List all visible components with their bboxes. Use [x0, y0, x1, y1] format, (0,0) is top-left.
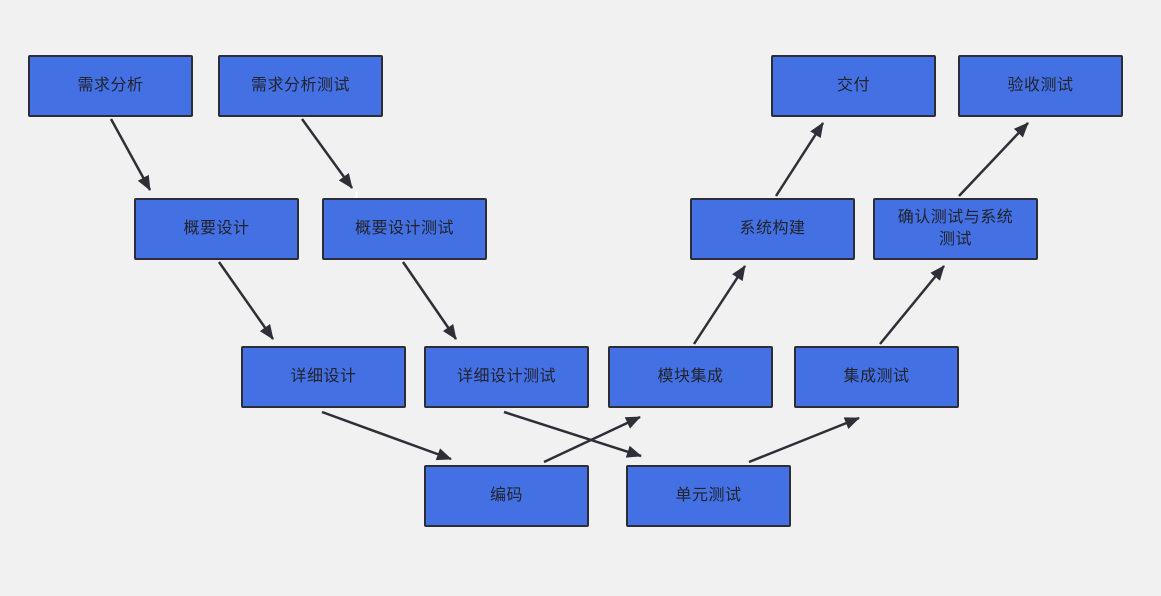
node-detailed-design-test[interactable]: 详细设计测试: [424, 346, 589, 408]
node-confirmation-and-system-test[interactable]: 确认测试与系统 测试: [873, 198, 1038, 260]
edge-requirements-analysis-to-high-level-design[interactable]: [109, 118, 152, 191]
node-high-level-design-test-label: 概要设计测试: [354, 220, 454, 238]
edge-coding-to-module-integration[interactable]: [543, 415, 641, 464]
node-module-integration[interactable]: 模块集成: [608, 346, 773, 408]
node-detailed-design-test-label: 详细设计测试: [456, 368, 556, 386]
node-high-level-design-label: 概要设计: [183, 220, 250, 238]
edge-system-build-to-delivery[interactable]: [774, 122, 825, 197]
node-integration-test-label: 集成测试: [843, 368, 910, 386]
edge-requirements-analysis-test-to-high-level-design-test[interactable]: [300, 118, 354, 189]
edge-high-level-design-to-detailed-design[interactable]: [217, 261, 275, 340]
node-unit-test-label: 单元测试: [675, 487, 742, 505]
edge-high-level-design-test-to-detailed-design-test[interactable]: [401, 261, 458, 340]
node-unit-test[interactable]: 单元测试: [626, 465, 791, 527]
node-detailed-design-label: 详细设计: [290, 368, 357, 386]
node-module-integration-label: 模块集成: [657, 368, 724, 386]
node-coding[interactable]: 编码: [424, 465, 589, 527]
node-requirements-analysis-label: 需求分析: [77, 77, 144, 95]
node-delivery[interactable]: 交付: [771, 55, 936, 117]
node-coding-label: 编码: [489, 487, 523, 505]
node-requirements-analysis-test-label: 需求分析测试: [250, 77, 350, 95]
node-requirements-analysis-test[interactable]: 需求分析测试: [218, 55, 383, 117]
node-system-build[interactable]: 系统构建: [690, 198, 855, 260]
node-high-level-design[interactable]: 概要设计: [134, 198, 299, 260]
node-confirmation-and-system-test-label: 确认测试与系统 测试: [897, 209, 1014, 248]
node-high-level-design-test[interactable]: 概要设计测试: [322, 198, 487, 260]
node-requirements-analysis[interactable]: 需求分析: [28, 55, 193, 117]
edge-confirmation-and-system-test-to-acceptance-test[interactable]: [958, 122, 1029, 197]
edge-integration-test-to-confirmation-and-system-test[interactable]: [879, 265, 945, 345]
node-acceptance-test-label: 验收测试: [1007, 77, 1074, 95]
edge-module-integration-to-system-build[interactable]: [692, 265, 747, 345]
edge-detailed-design-test-to-unit-test[interactable]: [503, 410, 642, 458]
node-system-build-label: 系统构建: [739, 220, 806, 238]
edge-unit-test-to-integration-test[interactable]: [748, 416, 860, 464]
node-integration-test[interactable]: 集成测试: [794, 346, 959, 408]
node-delivery-label: 交付: [836, 77, 870, 95]
node-acceptance-test[interactable]: 验收测试: [958, 55, 1123, 117]
node-detailed-design[interactable]: 详细设计: [241, 346, 406, 408]
edge-detailed-design-to-coding[interactable]: [321, 410, 452, 461]
